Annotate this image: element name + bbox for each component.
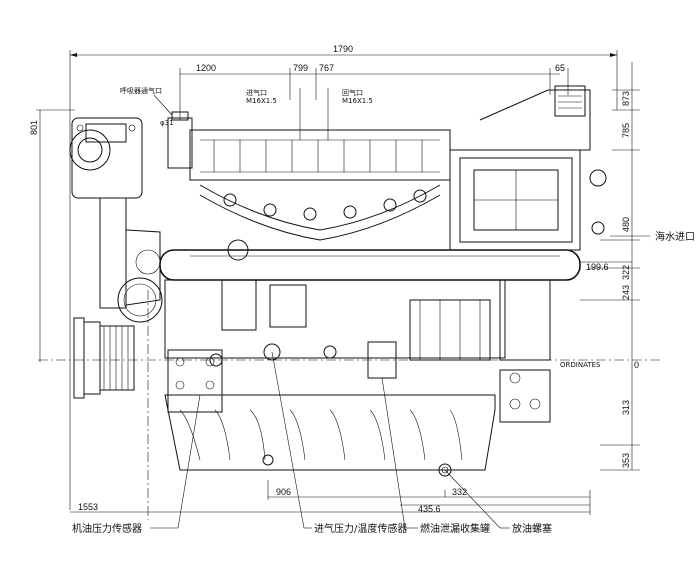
dimension-row-2: 1200 799 767 65 [179,63,569,120]
dim-243: 243 [621,285,631,300]
dim-906: 906 [276,487,291,497]
outlet-label: 回气口 [342,88,363,97]
dim-0: 0 [634,360,639,370]
dim-435-6: 435.6 [418,504,441,514]
outlet-thread: M16X1.5 [342,97,373,105]
dim-1790: 1790 [333,44,353,54]
dim-873: 873 [621,91,631,106]
oil-pressure-sensor-label: 机油压力传感器 [72,522,142,535]
ordinate-axis: ORDINATES [38,290,660,520]
inlet-thread: M16X1.5 [246,97,277,105]
dim-767: 767 [319,63,334,73]
dim-332: 332 [452,487,467,497]
phi31-label: φ31 [160,119,174,127]
dim-1200: 1200 [196,63,216,73]
intake-sensor-label: 进气压力/温度传感器 [314,522,407,535]
bottom-callouts: 机油压力传感器 进气压力/温度传感器 燃油泄漏收集罐 放油螺塞 [72,351,552,535]
dim-801: 801 [29,120,39,135]
dimension-199: 199.6 [580,261,632,272]
dim-65: 65 [555,63,565,73]
dim-785: 785 [621,123,631,138]
dim-322: 322 [621,265,631,280]
breather-label: 呼吸器通气口 [120,86,162,95]
fuel-leak-tank-label: 燃油泄漏收集罐 [420,522,490,535]
ordinates-label: ORDINATES [560,361,601,369]
dimension-total-length: 1790 [69,44,618,510]
dimension-left: 801 [29,109,75,362]
inlet-label: 进气口 [246,88,267,97]
dim-313: 313 [621,400,631,415]
seawater-callout: 海水进口 [610,230,695,243]
drain-plug-label: 放油螺塞 [512,522,552,535]
dim-199-6: 199.6 [586,262,609,272]
top-labels: 呼吸器通气口 进气口 M16X1.5 回气口 M16X1.5 φ31 [120,86,373,140]
dim-353: 353 [621,453,631,468]
dimension-right: 873 785 480 322 243 313 353 0 [580,62,640,471]
engine-body [69,85,607,477]
dimension-bottom: 1553 906 435.6 332 [70,480,591,515]
seawater-inlet-label: 海水进口 [655,230,695,243]
dim-480: 480 [621,217,631,232]
dim-799: 799 [293,63,308,73]
dim-1553: 1553 [78,502,98,512]
